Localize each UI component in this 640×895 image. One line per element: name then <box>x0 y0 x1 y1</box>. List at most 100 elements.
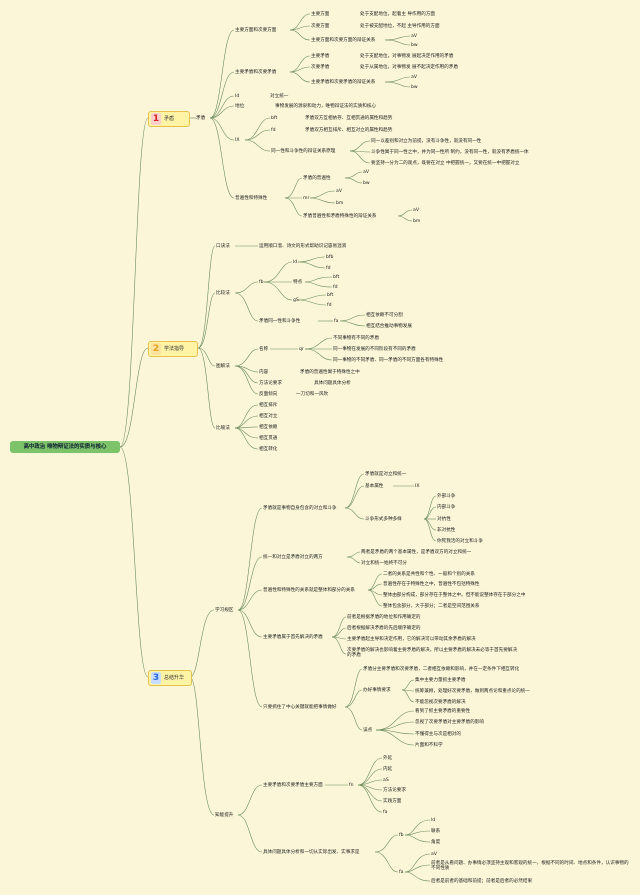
node[interactable]: 二者的关系是共性和个性、一般和个别的关系 <box>383 572 475 577</box>
node[interactable]: bw <box>411 85 418 90</box>
node[interactable]: 矛盾的普遍性 <box>303 176 331 181</box>
node[interactable]: 统筹兼顾，处理好次要矛盾，做到两点论和重点论的统一 <box>415 689 530 694</box>
node[interactable]: aV <box>411 34 417 39</box>
node[interactable]: 图解法 <box>216 364 230 369</box>
node[interactable]: 处于从属地位，对事物发 展不起决定作用的矛盾 <box>360 65 458 70</box>
node[interactable]: 一刀切和一风吹 <box>296 392 329 397</box>
node[interactable]: 对抗性 <box>437 517 451 522</box>
node[interactable]: 内部斗争 <box>437 505 456 510</box>
node[interactable]: bft <box>333 275 340 280</box>
node[interactable]: 主要矛盾和次要矛盾的辩证关系 <box>311 80 376 85</box>
node[interactable]: fa <box>334 319 339 324</box>
node[interactable]: 普遍性和特殊性的关系就是整体和部分的关系 <box>263 588 355 593</box>
node[interactable]: 主要矛盾和次要矛盾主要方面 <box>263 783 323 788</box>
node[interactable]: bfb <box>326 255 334 260</box>
node[interactable]: 同一事物的不同矛盾、同一矛盾的不同方面各有特殊性 <box>333 358 444 363</box>
node[interactable]: 后者根据解决矛盾的先后顺序确定的 <box>347 626 421 631</box>
node[interactable]: 忽视了次要矛盾对主要矛盾的影响 <box>415 720 484 725</box>
node[interactable]: ld <box>431 818 436 823</box>
node[interactable]: bm <box>413 219 421 224</box>
node[interactable]: mr <box>303 196 310 201</box>
node[interactable]: 次要矛盾 <box>311 65 330 70</box>
node[interactable]: 非对抗性 <box>437 528 456 533</box>
node[interactable]: 反面倾向 <box>259 392 278 397</box>
node[interactable]: 角度 <box>431 840 441 845</box>
node[interactable]: 事物发展的源泉和动力，唯物辩证法的实质和核心 <box>275 104 377 109</box>
node[interactable]: 联系 <box>431 829 441 834</box>
node[interactable]: 特点 <box>293 280 303 285</box>
node[interactable]: fd <box>326 266 331 271</box>
node[interactable]: 不懂得主与次是相对的 <box>415 732 461 737</box>
node[interactable]: 地位 <box>235 104 245 109</box>
node[interactable]: 只要抓住了中心关键就能把事情做好 <box>263 705 337 710</box>
node[interactable]: 后者是前者的基础和前提；前者是后者的必然结果 <box>431 879 533 884</box>
node[interactable]: 外部斗争 <box>437 494 456 499</box>
root-topic[interactable]: 高中政治 唯物辩证法的实质与核心 <box>10 441 120 453</box>
node[interactable]: 基本属性 <box>365 484 384 489</box>
node[interactable]: 相互结合推动事物发展 <box>366 324 412 329</box>
node[interactable]: 同一事物在发展的不同阶段有不同的矛盾 <box>333 347 416 352</box>
node[interactable]: 主要矛盾和次要矛盾 <box>235 70 277 75</box>
node[interactable]: 普遍性和特殊性 <box>235 196 268 201</box>
node[interactable]: 要坚持一分为二的观点，既要在对立 中把握统一，又要在统一中把握对立 <box>371 161 520 166</box>
node[interactable]: 矛盾同一性和斗争性 <box>259 319 301 324</box>
node[interactable]: 比喻法 <box>216 426 230 431</box>
node[interactable]: 实践方面 <box>383 799 402 804</box>
node[interactable]: IX <box>415 484 420 489</box>
node[interactable]: 统一和对立是矛盾对立的两方 <box>263 555 323 560</box>
node[interactable]: 方法论要求 <box>383 788 406 793</box>
node[interactable]: 对立和统一始终不可分 <box>361 561 407 566</box>
node[interactable]: 看到了抓主要矛盾的重要性 <box>415 709 471 714</box>
node[interactable]: ld <box>293 260 298 265</box>
node[interactable]: IX <box>235 138 240 143</box>
node[interactable]: fb <box>399 833 404 838</box>
node-s1-jcl[interactable]: 矛盾 <box>196 116 206 121</box>
node[interactable]: 斗争形式多种多样 <box>365 517 402 522</box>
node[interactable]: fd <box>271 128 276 133</box>
node[interactable]: aV <box>413 208 419 213</box>
node[interactable]: fd <box>327 303 332 308</box>
node[interactable]: 相互转化 <box>259 447 278 452</box>
node[interactable]: 误点 <box>363 728 373 733</box>
node[interactable]: 办好事情要求 <box>363 688 391 693</box>
node[interactable]: 前者是根据矛盾的地位和作用确定的 <box>347 615 421 620</box>
node[interactable]: 具体问题具体分析 <box>314 381 351 386</box>
node[interactable]: gS <box>293 298 299 303</box>
node[interactable]: qr <box>299 347 304 352</box>
node[interactable]: Id <box>235 94 240 99</box>
node[interactable]: 学习规区 <box>215 608 234 613</box>
node[interactable]: 矛盾双方相互排斥、相互对立的属性和趋势 <box>305 128 393 133</box>
node[interactable]: bft <box>271 116 278 121</box>
node[interactable]: 同一以差别和对立为前提，没有斗争性，就没有同一性 <box>371 139 482 144</box>
node[interactable]: 矛盾普遍性和矛盾特殊性的辩证关系 <box>303 214 377 219</box>
node[interactable]: fn <box>349 783 354 788</box>
node[interactable]: fa <box>399 870 404 875</box>
node[interactable]: bft <box>327 293 334 298</box>
node[interactable]: 知能提升 <box>215 813 234 818</box>
node[interactable]: aV <box>411 75 417 80</box>
node[interactable]: 不能忽视次要矛盾的解决 <box>415 700 466 705</box>
node[interactable]: 名称 <box>259 347 269 352</box>
node[interactable]: 主要方面 <box>311 12 330 17</box>
node[interactable]: 主要矛盾 <box>311 54 330 59</box>
node[interactable]: 内容 <box>259 370 269 375</box>
node[interactable]: 处于支配地位，起着主 导作用的方面 <box>360 12 435 17</box>
node[interactable]: 矛盾的普遍性寓于特殊性之中 <box>300 370 360 375</box>
node[interactable]: fd <box>333 285 338 290</box>
node[interactable]: 普遍性存在于特殊性之中，普遍性不包括特殊性 <box>383 582 480 587</box>
node[interactable]: 你死我活的对立和斗争 <box>437 539 483 544</box>
node[interactable]: 整体包含部分，大于部分；二者是空间范围关系 <box>383 604 480 609</box>
node[interactable]: 相互排斥 <box>259 403 278 408</box>
node[interactable]: 同一性和斗争性的辩证关系原理 <box>271 149 336 154</box>
node[interactable]: 主要矛盾属于首先解决的矛盾 <box>263 635 323 640</box>
node[interactable]: 运用顺口溜、诗文的形式帮助识记容易混淆 <box>259 244 347 249</box>
node[interactable]: 内延 <box>383 767 393 772</box>
node[interactable]: fb <box>259 280 264 285</box>
node[interactable]: 前者是从看问题、办事情必须坚持主观和客观的统一，根据不同的时间、地点和条件，认识… <box>431 861 629 871</box>
node[interactable]: 处于被支配地位，不起 主导作用的方面 <box>360 24 440 29</box>
node[interactable]: 不同事物有不同的矛盾 <box>333 336 379 341</box>
node[interactable]: 相互对立 <box>259 414 278 419</box>
node[interactable]: 矛盾分主要矛盾和次要矛盾，二者相互依赖和影响，并在一定条件下相互转化 <box>363 667 520 672</box>
